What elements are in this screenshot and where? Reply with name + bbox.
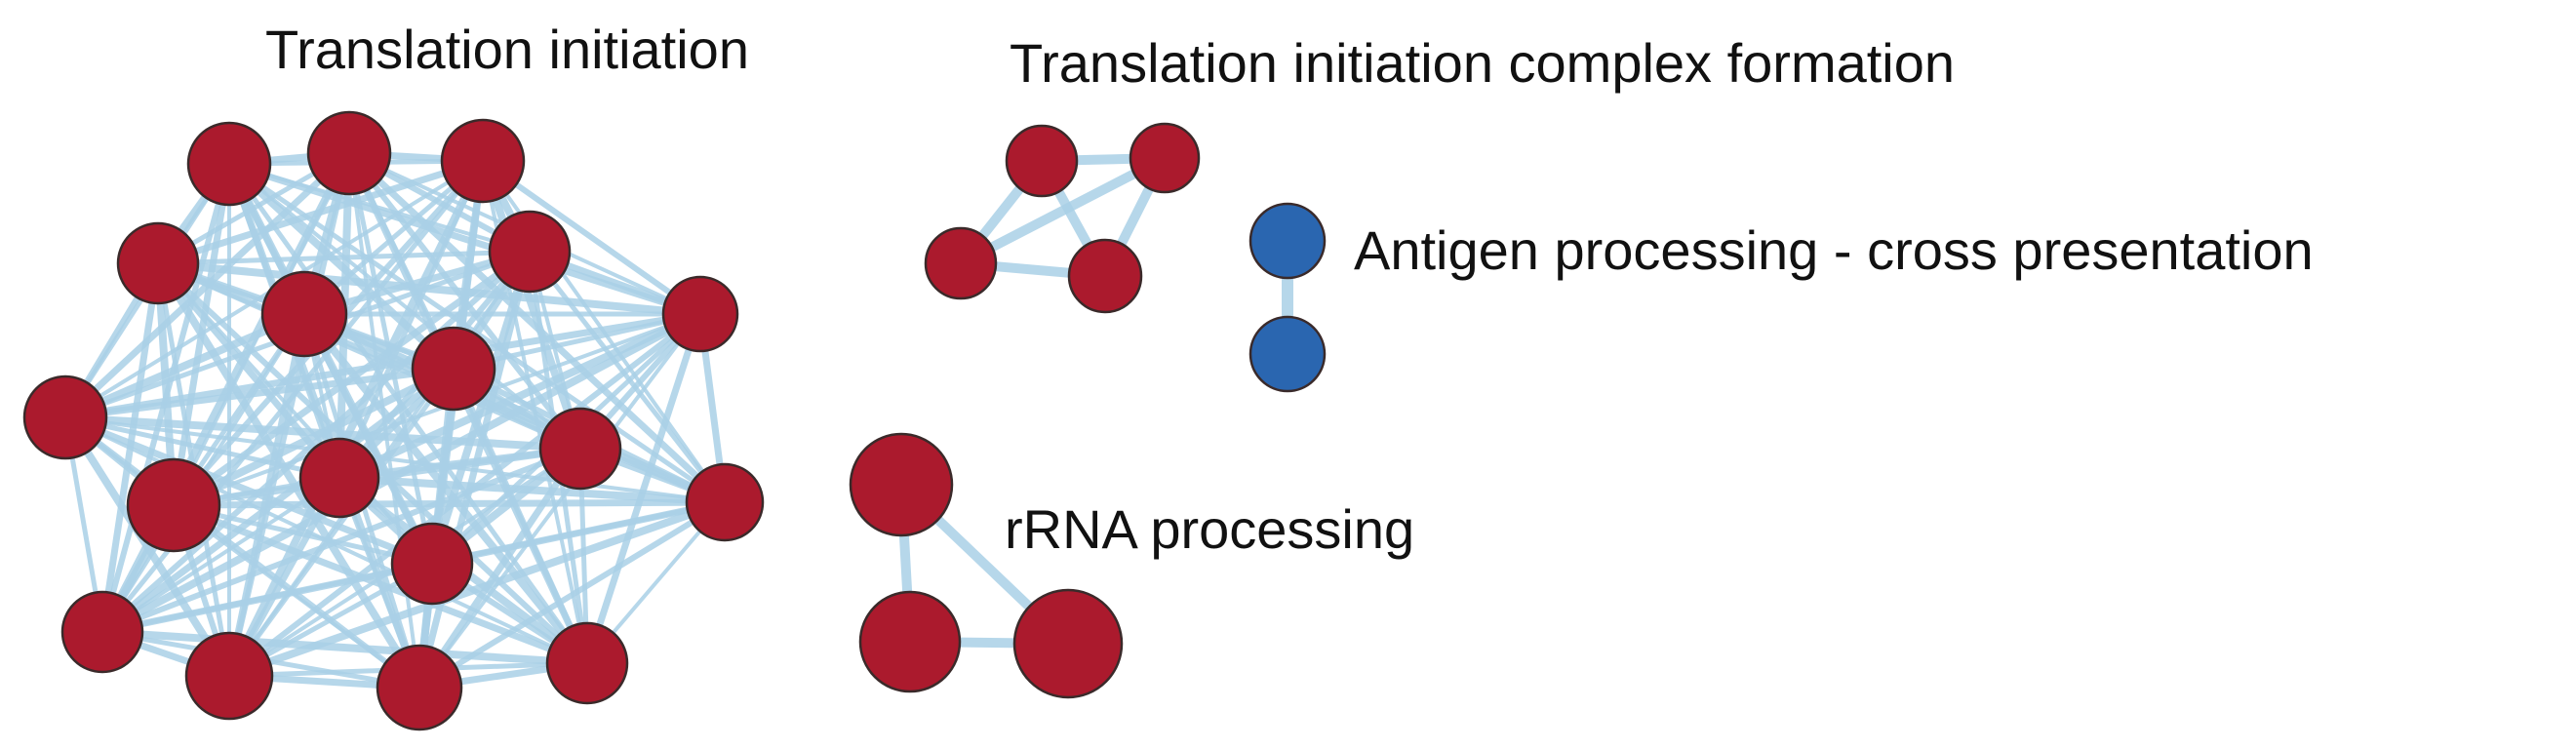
translation-initiation-edge [99,628,591,667]
translation-initiation-edge [583,310,704,667]
translation-initiation-node [488,210,572,294]
translation-initiation-edge [336,310,704,482]
translation-initiation-edge [154,259,423,691]
antigen-processing-node [1248,202,1327,280]
translation-initiation-node [184,631,274,721]
translation-initiation-edge [63,415,727,504]
translation-initiation-node [306,110,392,196]
translation-initiation-node [411,326,496,412]
antigen-processing-node [1248,315,1327,393]
translation-initiation-node [440,118,526,204]
translation-initiation-node [538,407,622,491]
translation-initiation-edge [99,365,457,636]
translation-initiation-node [116,221,200,305]
translation-initiation-complex-formation-node [924,226,998,300]
translation-initiation-edge [154,157,487,267]
translation-initiation-edge [155,249,533,266]
translation-initiation-edge [170,365,457,509]
translation-initiation-node [685,462,765,542]
translation-initiation-edge [480,158,703,317]
rrna-processing-node [849,432,954,537]
cluster-label-antigen-processing: Antigen processing - cross presentation [1354,219,2314,281]
translation-initiation-node [260,270,348,358]
translation-initiation-node [60,590,144,674]
translation-initiation-node [545,621,629,705]
translation-initiation-edge [61,365,457,421]
translation-initiation-edge [61,310,308,421]
translation-initiation-edge [99,249,533,635]
translation-initiation-edge [62,414,342,481]
translation-initiation-edge [416,445,584,691]
translation-initiation-node [22,374,108,460]
translation-initiation-node [390,522,474,606]
translation-initiation-edge [99,446,583,635]
translation-initiation-edge [99,158,486,635]
translation-initiation-edge [99,560,436,636]
translation-initiation-node [186,121,272,207]
translation-initiation-edge [451,366,590,666]
translation-initiation-edge [226,366,456,679]
translation-initiation-edge [170,498,729,509]
translation-initiation-edge [170,501,591,667]
network-nodes [22,110,1327,731]
rrna-processing-node [1012,588,1124,699]
translation-initiation-edge [479,157,584,453]
translation-initiation-edge [172,312,702,507]
translation-initiation-complex-formation-node [1129,122,1201,194]
translation-initiation-node [376,644,463,731]
translation-initiation-node [298,437,380,519]
rrna-processing-node [858,590,962,693]
translation-initiation-edge [61,310,704,421]
translation-initiation-node [661,275,739,353]
cluster-label-translation-initiation: Translation initiation [265,19,749,80]
translation-initiation-edge [172,503,421,690]
translation-initiation-complex-formation-node [1067,238,1143,314]
translation-initiation-complex-formation-edge [956,153,1169,268]
translation-initiation-complex-formation-node [1005,124,1079,198]
translation-initiation-node [126,457,221,553]
cluster-label-rrna-processing: rRNA processing [1005,498,1414,560]
cluster-label-translation-initiation-complex-formation: Translation initiation complex formation [1010,32,1955,94]
translation-initiation-edge [527,249,728,505]
